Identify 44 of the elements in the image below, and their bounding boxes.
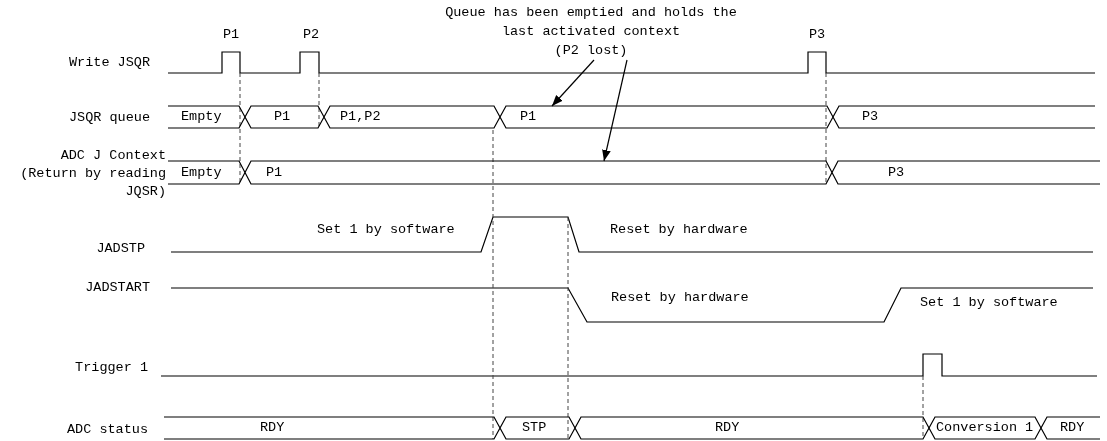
leader-arrow (551, 59, 595, 107)
bus-segment (168, 161, 245, 184)
bus-segment (929, 417, 1041, 439)
transition-note: Reset by hardware (611, 290, 749, 306)
segment-value: RDY (1060, 419, 1085, 437)
segment-value: Empty (181, 164, 222, 182)
segment-value: P1,P2 (340, 108, 381, 126)
signal-name: Write JSQR (69, 55, 150, 71)
signal-name: ADC J Context (Return by reading JQSR) (19, 147, 166, 201)
leader-arrow (602, 59, 628, 162)
signal-name: ADC status (67, 422, 148, 438)
segment-value: STP (522, 419, 547, 437)
bus-segment (500, 106, 833, 128)
annotation-text: Queue has been emptied and holds the last activated context (444, 4, 738, 41)
segment-value: P1 (266, 164, 283, 182)
signal-name: JADSTART (85, 280, 150, 296)
bus-segment (324, 106, 500, 128)
signal-name: JADSTP (96, 241, 145, 257)
transition-note: Set 1 by software (317, 222, 455, 238)
segment-value: Empty (181, 108, 222, 126)
segment-value: Conversion 1 (936, 419, 1034, 437)
bus-segment (500, 417, 575, 439)
bus-segment (245, 106, 324, 128)
pulse-label: P1 (222, 27, 240, 43)
signal-name: Trigger 1 (75, 360, 148, 376)
segment-value: P3 (862, 108, 879, 126)
segment-value: P3 (888, 164, 905, 182)
transition-note: Set 1 by software (920, 295, 1058, 311)
segment-value: RDY (715, 419, 740, 437)
bus-segment (1041, 417, 1100, 439)
transition-note: Reset by hardware (610, 222, 748, 238)
pulse-label: P3 (808, 27, 826, 43)
signal-name: JSQR queue (69, 110, 150, 126)
pulse-label: P2 (302, 27, 320, 43)
bus-segment (832, 161, 1100, 184)
bus-segment (164, 417, 500, 439)
segment-value: RDY (260, 419, 285, 437)
segment-value: P1 (274, 108, 291, 126)
bus-segment (575, 417, 929, 439)
bus-segment (245, 161, 832, 184)
annotation-text: (P2 lost) (553, 42, 629, 60)
bus-segment (168, 106, 245, 128)
bus-segment (833, 106, 1095, 128)
segment-value: P1 (520, 108, 537, 126)
